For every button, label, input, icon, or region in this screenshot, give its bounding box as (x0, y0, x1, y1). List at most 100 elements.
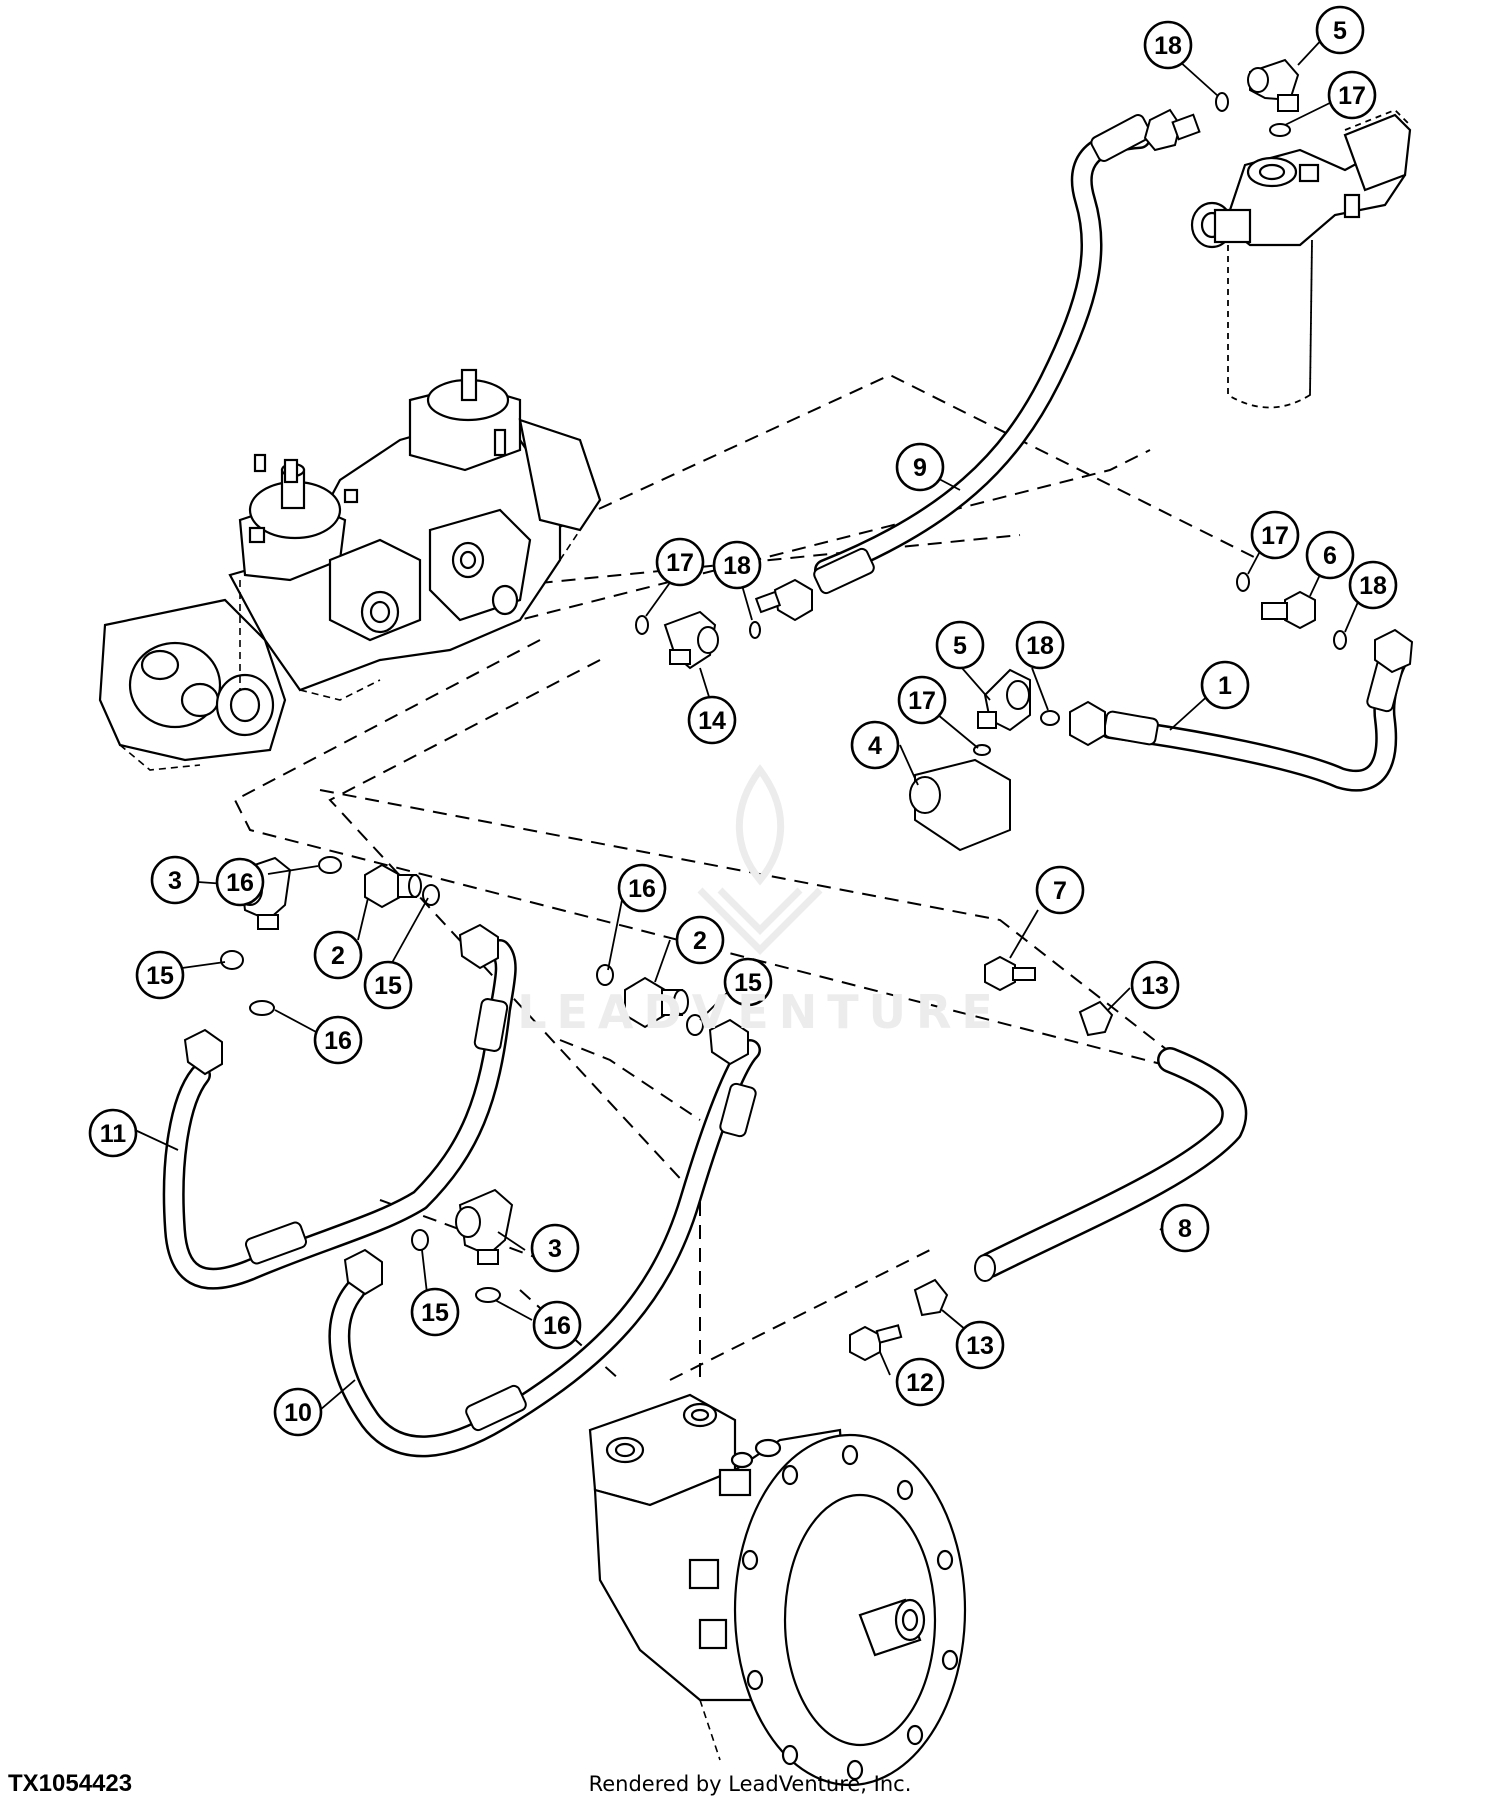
leadventure-watermark-icon (697, 764, 823, 955)
callout-18: 18 (712, 540, 762, 590)
callout-number: 3 (548, 1235, 562, 1263)
callout-number: 4 (868, 732, 882, 760)
figure-id: TX1054423 (8, 1770, 133, 1797)
callout-18: 18 (1143, 20, 1193, 70)
callout-number: 17 (1261, 522, 1289, 550)
callout-circle (410, 1287, 460, 1337)
callout-13: 13 (1130, 960, 1180, 1010)
callout-circle (1315, 5, 1365, 55)
callout-1: 1 (1200, 660, 1250, 710)
callout-5: 5 (1315, 5, 1365, 55)
callout-4: 4 (850, 720, 900, 770)
callout-6: 6 (1305, 530, 1355, 580)
callout-circle (935, 620, 985, 670)
callout-circle (363, 960, 413, 1010)
callout-number: 5 (953, 632, 967, 660)
fitting-6 (1261, 590, 1316, 630)
callout-number: 11 (100, 1120, 127, 1148)
callout-circle (150, 855, 200, 905)
callout-18: 18 (1015, 620, 1065, 670)
callout-number: 16 (226, 869, 254, 897)
callout-18: 18 (1348, 560, 1398, 610)
callout-8: 8 (1160, 1203, 1210, 1253)
callout-circle (1130, 960, 1180, 1010)
leader-lines (134, 34, 1365, 1411)
hydraulic-motor-assembly (588, 1393, 967, 1787)
fitting-14 (663, 610, 719, 670)
callout-number: 16 (628, 875, 656, 903)
callout-13: 13 (955, 1320, 1005, 1370)
callout-number: 12 (906, 1369, 934, 1397)
callout-circle (313, 1015, 363, 1065)
fitting-7 (984, 955, 1036, 992)
callout-number: 16 (324, 1027, 352, 1055)
callout-16: 16 (215, 857, 265, 907)
callout-10: 10 (273, 1387, 323, 1437)
fitting-2-left (364, 863, 422, 909)
callout-circle (88, 1108, 138, 1158)
callout-number: 16 (543, 1312, 571, 1340)
o-rings (220, 92, 1347, 1303)
callout-circle (675, 915, 725, 965)
clamp-13-upper (1078, 1000, 1114, 1037)
callout-number: 2 (331, 942, 345, 970)
callout-number: 6 (1323, 542, 1337, 570)
motor-hidden-lines (599, 1579, 721, 1761)
callout-16: 16 (313, 1015, 363, 1065)
fittings (237, 58, 1316, 1362)
callout-2: 2 (675, 915, 725, 965)
callout-17: 17 (897, 675, 947, 725)
callout-circle (532, 1300, 582, 1350)
callout-number: 17 (1338, 82, 1366, 110)
callout-circle (313, 930, 363, 980)
fitting-5-top (1247, 58, 1300, 112)
callout-number: 15 (146, 962, 174, 990)
callout-2: 2 (313, 930, 363, 980)
callout-16: 16 (617, 863, 667, 913)
callout-circle (955, 1320, 1005, 1370)
callout-number: 15 (374, 972, 402, 1000)
callout-circle (617, 863, 667, 913)
hydraulic-filter-assembly (1190, 113, 1412, 249)
callout-3: 3 (150, 855, 200, 905)
callout-circle (1160, 1203, 1210, 1253)
callout-16: 16 (532, 1300, 582, 1350)
pump-hidden-lines (119, 499, 601, 771)
callout-9: 9 (895, 442, 945, 492)
callout-11: 11 (88, 1108, 138, 1158)
hose-9 (814, 127, 1151, 581)
callout-14: 14 (687, 695, 737, 745)
callout-number: 2 (693, 927, 707, 955)
callout-number: 9 (913, 454, 927, 482)
callout-15: 15 (363, 960, 413, 1010)
callout-circle (135, 950, 185, 1000)
callout-number: 13 (966, 1332, 994, 1360)
hose-8 (977, 1047, 1248, 1278)
hydraulic-pump-assembly (98, 368, 602, 762)
callout-15: 15 (410, 1287, 460, 1337)
render-credit: Rendered by LeadVenture, Inc. (588, 1772, 912, 1796)
fitting-5-mid (977, 668, 1031, 732)
callout-circle (1348, 560, 1398, 610)
callout-number: 15 (421, 1299, 449, 1327)
callout-circle (1250, 510, 1300, 560)
callout-number: 15 (734, 969, 762, 997)
callout-number: 17 (908, 687, 936, 715)
callout-number: 13 (1141, 972, 1169, 1000)
callout-number: 1 (1218, 672, 1232, 700)
callout-17: 17 (655, 537, 705, 587)
callout-circle (1143, 20, 1193, 70)
callout-circle (895, 1357, 945, 1407)
callout-17: 17 (1327, 70, 1377, 120)
hose-11 (162, 939, 517, 1290)
callout-number: 3 (168, 867, 182, 895)
callout-number: 7 (1053, 877, 1067, 905)
callout-circle (687, 695, 737, 745)
callout-circle (215, 857, 265, 907)
hose-ferrules (244, 114, 1404, 1432)
callout-circle (712, 540, 762, 590)
callout-circle (1035, 865, 1085, 915)
fitting-2-right (624, 976, 689, 1029)
